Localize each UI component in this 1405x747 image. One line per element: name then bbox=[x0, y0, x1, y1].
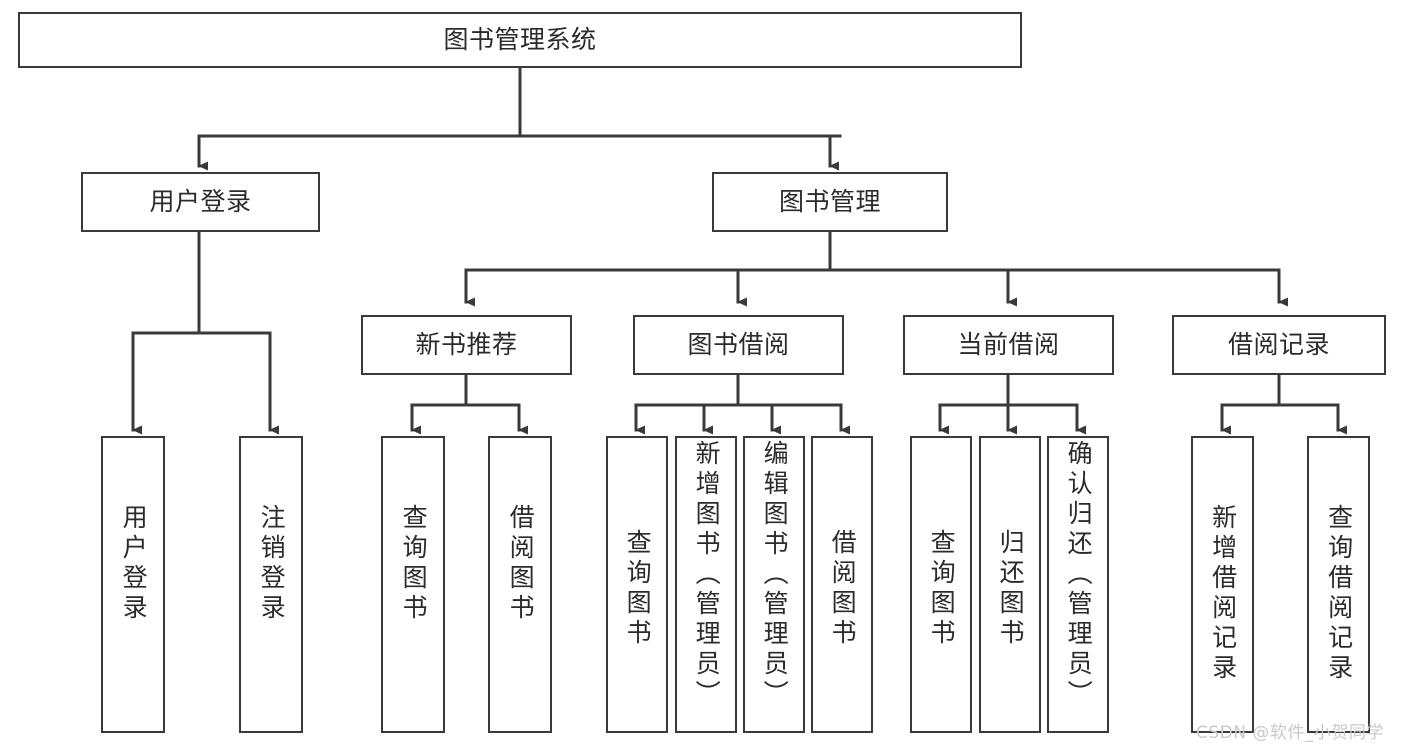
node-user-login[interactable]: 用户登录 bbox=[81, 172, 320, 232]
node-leaf-return-book-label: 归还图书 bbox=[996, 529, 1026, 649]
node-root-system-label: 图书管理系统 bbox=[443, 25, 597, 55]
node-leaf-logout[interactable]: 注销登录 bbox=[239, 436, 303, 733]
node-new-book-recommend-label: 新书推荐 bbox=[415, 330, 518, 360]
node-leaf-confirm-return-label: 确认归还（管理员） bbox=[1064, 440, 1094, 710]
node-leaf-add-borrow-record-label: 新增借阅记录 bbox=[1208, 504, 1238, 684]
node-current-borrow[interactable]: 当前借阅 bbox=[903, 315, 1114, 375]
node-current-borrow-label: 当前借阅 bbox=[957, 330, 1060, 360]
node-book-management-label: 图书管理 bbox=[778, 187, 881, 217]
node-leaf-edit-book-label: 编辑图书（管理员） bbox=[760, 440, 790, 710]
node-leaf-query-borrow-record-label: 查询借阅记录 bbox=[1324, 504, 1354, 684]
node-leaf-add-book-label: 新增图书（管理员） bbox=[692, 440, 722, 710]
node-leaf-query-book-borrow[interactable]: 查询图书 bbox=[606, 436, 668, 733]
node-leaf-add-borrow-record[interactable]: 新增借阅记录 bbox=[1191, 436, 1254, 733]
node-leaf-query-book-current-label: 查询图书 bbox=[927, 529, 957, 649]
node-leaf-user-login[interactable]: 用户登录 bbox=[101, 436, 165, 733]
node-new-book-recommend[interactable]: 新书推荐 bbox=[361, 315, 572, 375]
node-book-borrow[interactable]: 图书借阅 bbox=[633, 315, 844, 375]
node-leaf-query-book-borrow-label: 查询图书 bbox=[623, 529, 653, 649]
node-leaf-add-book[interactable]: 新增图书（管理员） bbox=[675, 436, 737, 733]
node-user-login-label: 用户登录 bbox=[149, 187, 252, 217]
node-book-management[interactable]: 图书管理 bbox=[712, 172, 948, 232]
node-leaf-user-login-label: 用户登录 bbox=[119, 504, 149, 624]
node-leaf-query-book-recommend-label: 查询图书 bbox=[399, 504, 429, 624]
node-leaf-borrow-book[interactable]: 借阅图书 bbox=[811, 436, 873, 733]
node-leaf-confirm-return[interactable]: 确认归还（管理员） bbox=[1047, 436, 1109, 733]
node-leaf-borrow-book-recommend[interactable]: 借阅图书 bbox=[488, 436, 552, 733]
node-leaf-query-book-recommend[interactable]: 查询图书 bbox=[381, 436, 445, 733]
node-root-system[interactable]: 图书管理系统 bbox=[18, 12, 1022, 68]
node-leaf-borrow-book-recommend-label: 借阅图书 bbox=[506, 504, 536, 624]
node-borrow-record[interactable]: 借阅记录 bbox=[1172, 315, 1386, 375]
node-leaf-return-book[interactable]: 归还图书 bbox=[979, 436, 1041, 733]
node-leaf-query-borrow-record[interactable]: 查询借阅记录 bbox=[1307, 436, 1370, 733]
node-leaf-borrow-book-label: 借阅图书 bbox=[828, 529, 858, 649]
node-leaf-logout-label: 注销登录 bbox=[257, 504, 287, 624]
node-leaf-query-book-current[interactable]: 查询图书 bbox=[910, 436, 972, 733]
node-leaf-edit-book[interactable]: 编辑图书（管理员） bbox=[743, 436, 805, 733]
csdn-watermark: CSDN @软件_小贺同学 bbox=[1196, 723, 1384, 743]
node-borrow-record-label: 借阅记录 bbox=[1227, 330, 1330, 360]
node-book-borrow-label: 图书借阅 bbox=[687, 330, 790, 360]
